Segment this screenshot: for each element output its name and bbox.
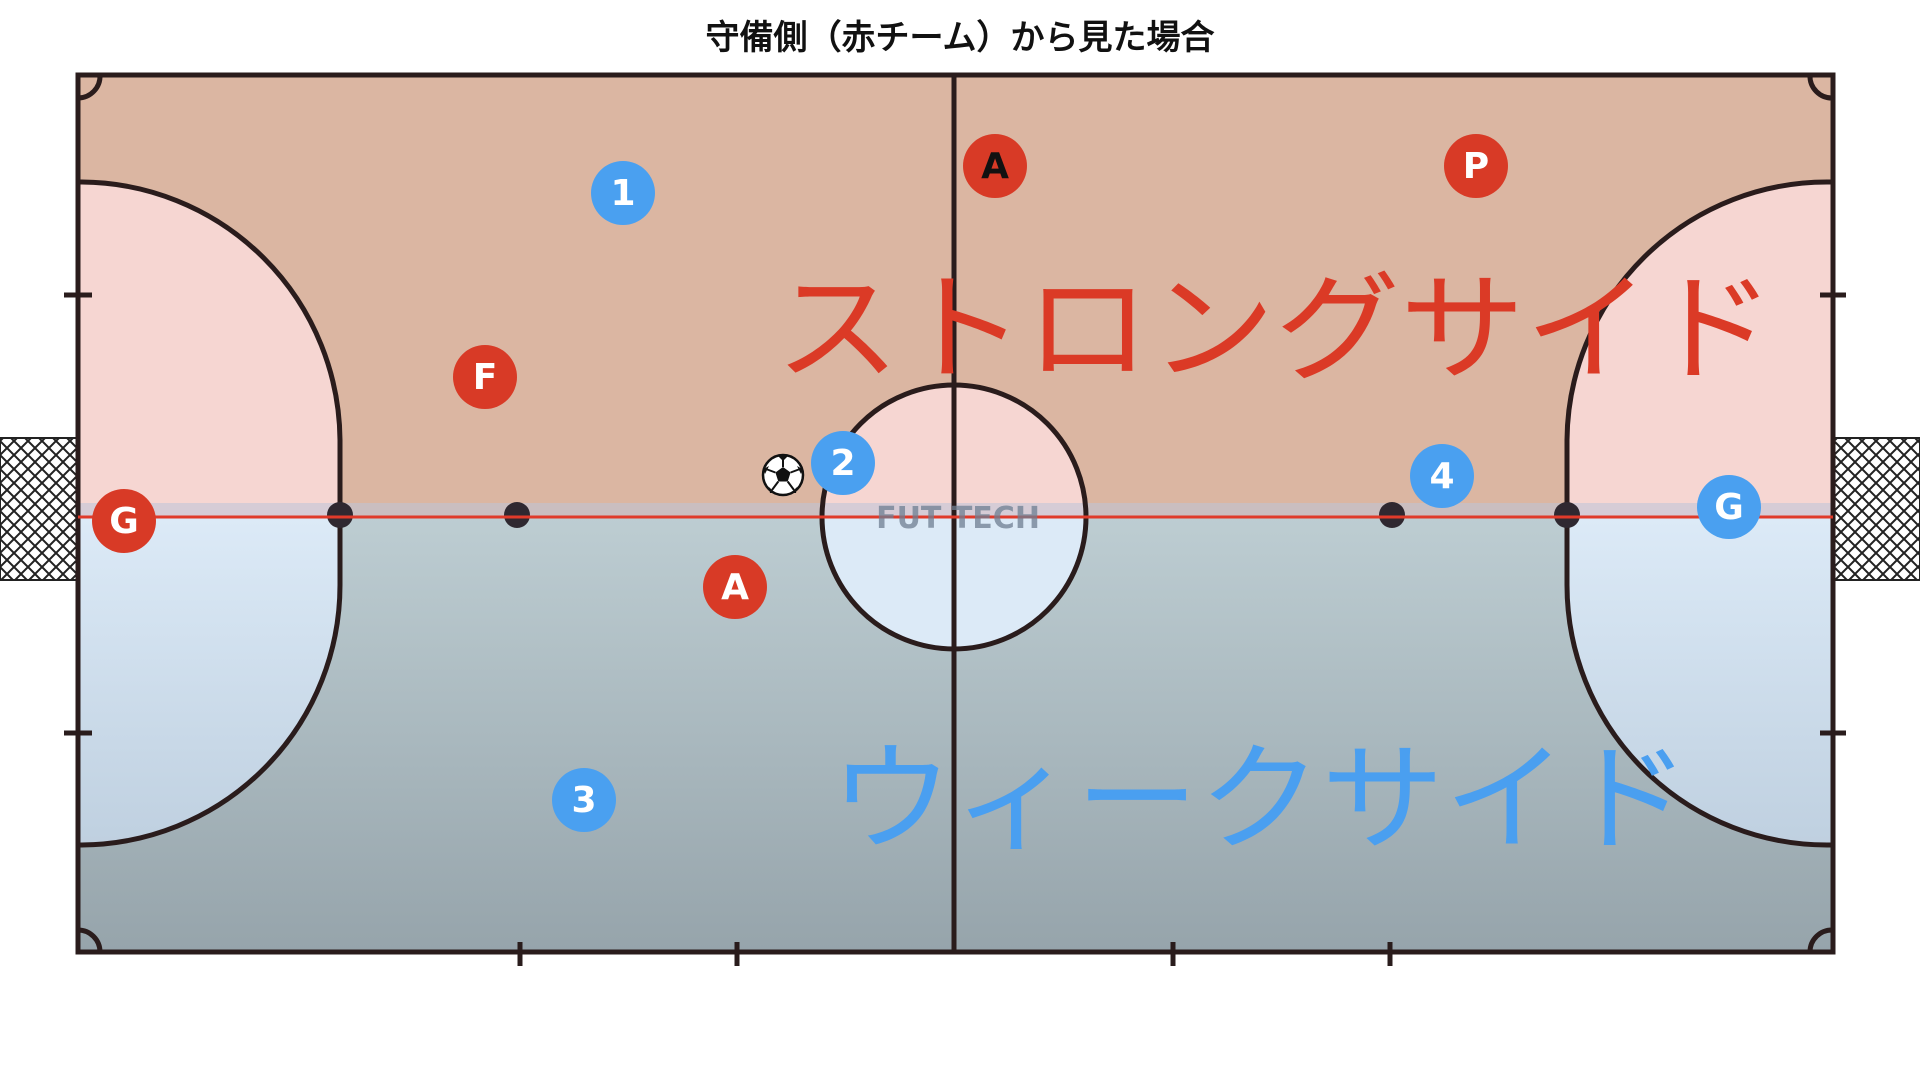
svg-text:1: 1	[610, 173, 635, 214]
player-blue-4[interactable]: 4	[1410, 444, 1474, 508]
player-blue-2[interactable]: 2	[811, 431, 875, 495]
svg-text:3: 3	[571, 780, 596, 821]
left-penalty-area-strong	[78, 182, 340, 517]
svg-text:P: P	[1463, 146, 1489, 187]
svg-text:F: F	[473, 357, 498, 398]
svg-text:G: G	[1714, 487, 1744, 528]
left-penalty-area-weak	[78, 517, 340, 845]
player-blue-1[interactable]: 1	[591, 161, 655, 225]
svg-text:G: G	[109, 501, 139, 542]
diagram-title: 守備側（赤チーム）から見た場合	[705, 18, 1215, 58]
player-red-a-top[interactable]: A	[963, 134, 1027, 198]
player-blue-3[interactable]: 3	[552, 768, 616, 832]
right-goal-net	[1833, 437, 1920, 581]
right-penalty-area-strong	[1567, 181, 1833, 517]
right-penalty-area-weak	[1567, 517, 1833, 846]
left-goal-net	[0, 437, 79, 581]
player-blue-g-right[interactable]: G	[1697, 475, 1761, 539]
penalty-marks	[327, 502, 1580, 528]
soccer-ball-icon	[761, 453, 805, 497]
player-red-a-bottom[interactable]: A	[703, 555, 767, 619]
watermark: FUT TECH	[876, 501, 1040, 536]
player-red-f[interactable]: F	[453, 345, 517, 409]
svg-text:A: A	[721, 567, 749, 608]
player-red-p[interactable]: P	[1444, 134, 1508, 198]
player-red-g-left[interactable]: G	[92, 489, 156, 553]
svg-text:2: 2	[830, 443, 855, 484]
weak-side-label: ウィークサイド	[830, 730, 1690, 868]
svg-text:4: 4	[1429, 456, 1454, 497]
court-tick-marks	[64, 292, 1846, 966]
strong-side-label: ストロングサイド	[775, 260, 1775, 398]
svg-text:A: A	[981, 146, 1009, 187]
